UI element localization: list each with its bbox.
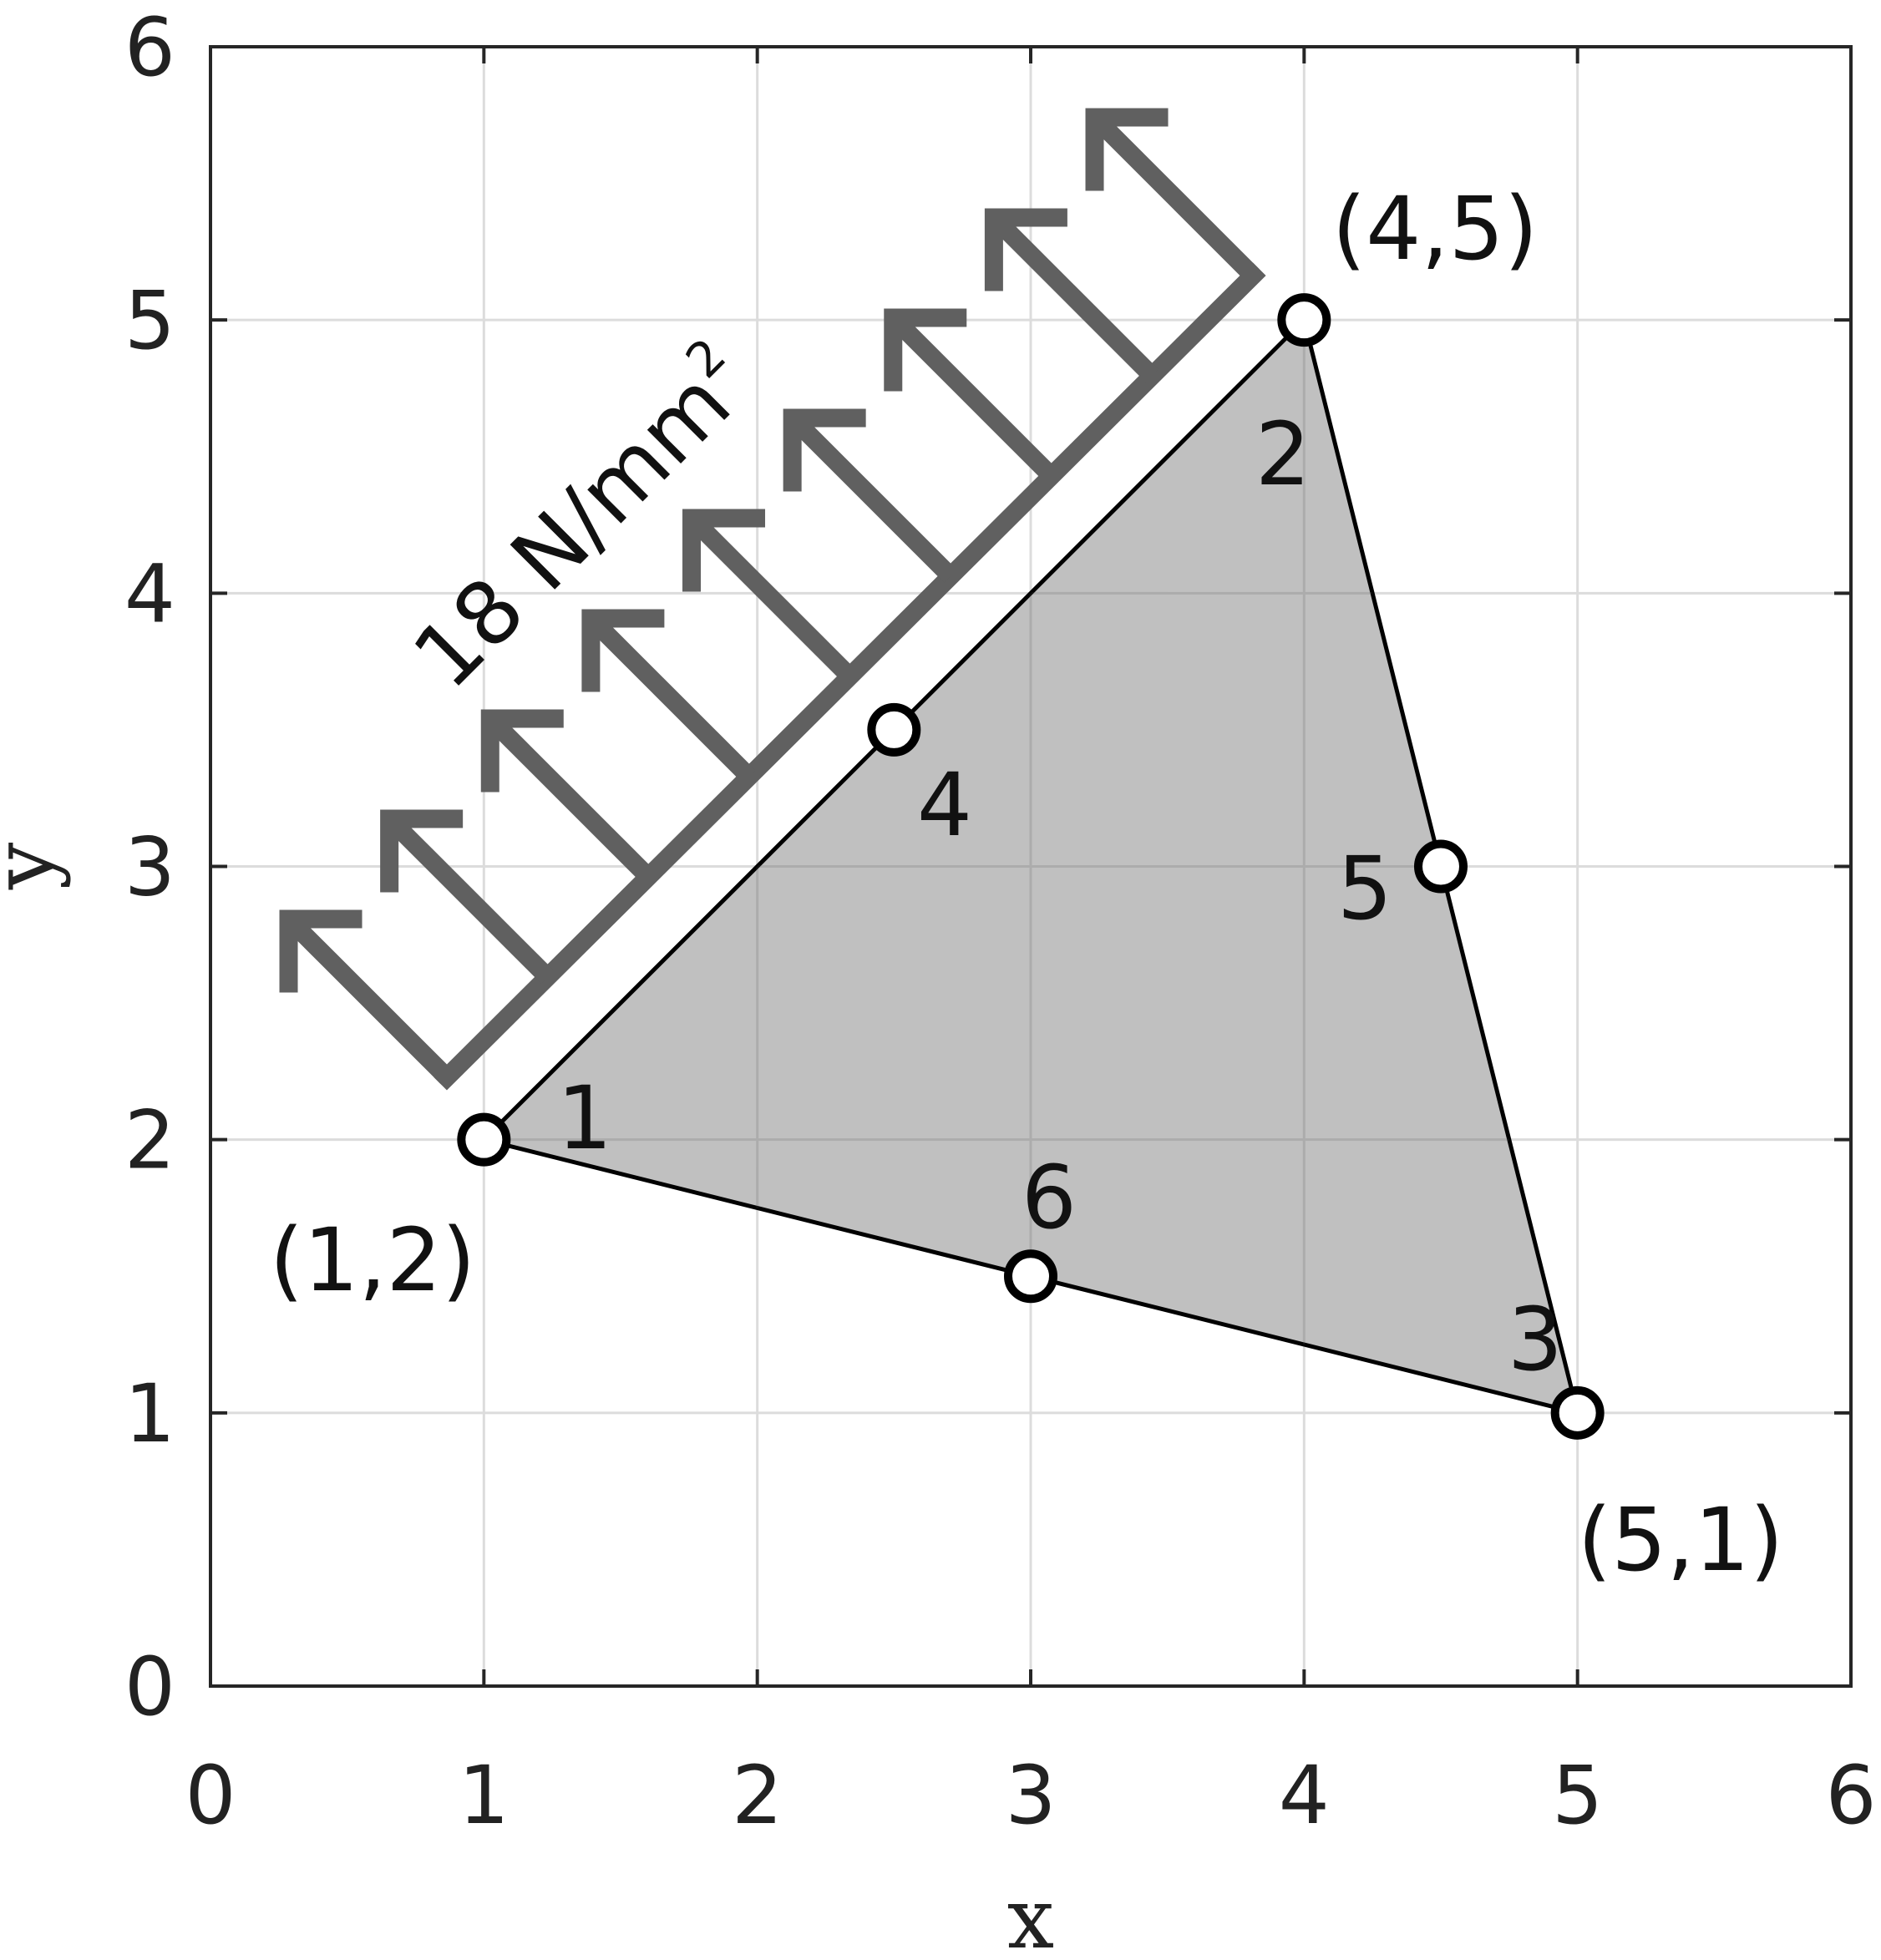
node-label-2: 2 — [1255, 403, 1311, 505]
load-arrow-shaft — [584, 611, 756, 783]
x-tick-label-1: 1 — [459, 1749, 510, 1842]
y-tick-label-4: 4 — [124, 547, 175, 641]
load-arrow — [581, 609, 756, 783]
node-2 — [1277, 293, 1331, 347]
distributed-load — [279, 108, 1266, 1091]
load-arrow-head — [279, 909, 363, 993]
load-arrow-head — [1085, 108, 1169, 191]
load-arrow-shaft — [383, 812, 555, 984]
y-tick-label-2: 2 — [124, 1094, 175, 1188]
load-arrow-shaft — [1088, 110, 1260, 282]
load-arrow — [279, 909, 454, 1084]
node-5 — [1414, 839, 1468, 894]
load-arrow-shaft — [886, 311, 1058, 483]
y-tick-label-3: 3 — [124, 821, 175, 914]
x-tick-label-4: 4 — [1279, 1749, 1330, 1842]
load-arrow-shaft — [987, 210, 1159, 382]
load-arrow — [783, 408, 957, 583]
nodes — [457, 293, 1605, 1440]
x-tick-label-6: 6 — [1825, 1749, 1876, 1842]
load-arrow-head — [581, 609, 665, 692]
node-label-4: 4 — [917, 754, 972, 856]
y-axis-label: y — [0, 842, 72, 890]
x-tick-label-2: 2 — [732, 1749, 783, 1842]
node-label-3: 3 — [1508, 1289, 1563, 1390]
load-arrow-head — [984, 208, 1067, 291]
node-label-6: 6 — [1022, 1147, 1077, 1248]
load-arrow-shaft — [483, 712, 656, 884]
coord-label-2: (4,5) — [1332, 178, 1539, 280]
x-tick-label-3: 3 — [1005, 1749, 1056, 1842]
load-arrow-head — [884, 308, 967, 392]
coord-label-1: (1,2) — [270, 1209, 476, 1311]
load-arrow — [984, 208, 1159, 382]
load-arrow-shaft — [281, 912, 454, 1084]
load-arrow-shaft — [785, 411, 957, 583]
node-1 — [457, 1112, 511, 1167]
y-tick-label-1: 1 — [124, 1367, 175, 1461]
node-label-5: 5 — [1337, 838, 1392, 939]
load-arrow — [480, 709, 656, 884]
load-arrow-head — [682, 509, 766, 592]
y-tick-labels: 0 1 2 3 4 5 6 — [124, 1, 175, 1734]
node-6 — [1004, 1249, 1057, 1304]
tick-marks — [209, 45, 1853, 1688]
load-arrow-head — [783, 408, 866, 492]
node-3 — [1550, 1385, 1605, 1440]
node-4 — [867, 702, 921, 757]
node-label-1: 1 — [557, 1067, 612, 1169]
load-arrow-shaft — [685, 511, 857, 683]
coord-label-3: (5,1) — [1578, 1489, 1784, 1591]
x-tick-label-5: 5 — [1552, 1749, 1603, 1842]
load-arrow — [1085, 108, 1260, 282]
x-axis-label: x — [1007, 1870, 1054, 1960]
x-tick-labels: 0 1 2 3 4 5 6 — [185, 1749, 1876, 1842]
load-arrow — [682, 509, 857, 683]
y-tick-label-5: 5 — [124, 274, 175, 367]
load-arrow — [884, 308, 1058, 483]
load-arrow-head — [480, 709, 564, 793]
y-tick-label-6: 6 — [124, 1, 175, 94]
x-tick-label-0: 0 — [185, 1749, 236, 1842]
y-tick-label-0: 0 — [124, 1640, 175, 1734]
load-arrow-head — [380, 809, 464, 893]
load-arrow — [380, 809, 555, 984]
